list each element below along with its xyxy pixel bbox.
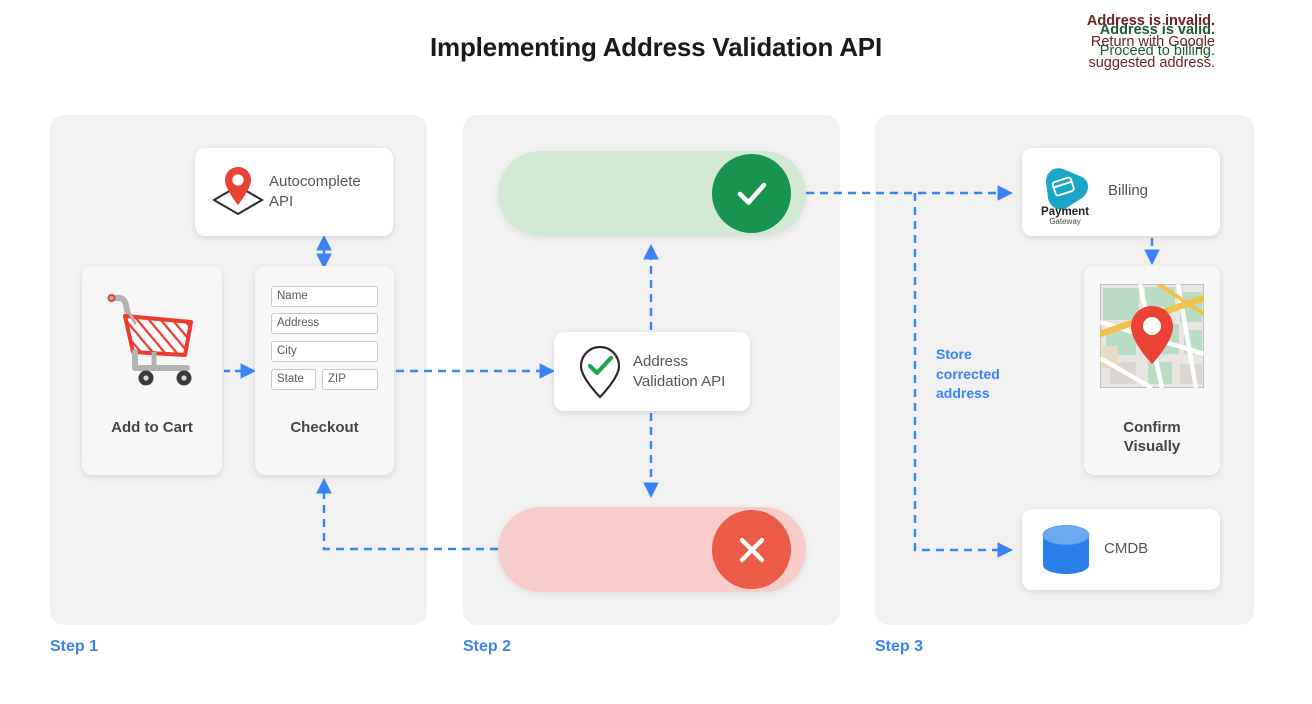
- checkout-label: Checkout: [290, 419, 359, 436]
- checkout-field-address[interactable]: Address: [271, 313, 378, 334]
- step-2-label: Step 2: [463, 638, 512, 655]
- billing-label: Billing: [1108, 182, 1149, 199]
- check-circle-icon: [712, 154, 791, 233]
- checkout-card[interactable]: Name Address City State ZIP Checkout: [255, 266, 394, 475]
- checkout-field-name[interactable]: Name: [271, 286, 378, 307]
- payment-gateway-icon: Payment Gateway: [1041, 168, 1089, 226]
- step-1-label: Step 1: [50, 638, 99, 655]
- cmdb-card[interactable]: CMDB: [1022, 509, 1220, 590]
- checkout-field-city[interactable]: City: [271, 341, 378, 362]
- cmdb-label: CMDB: [1104, 540, 1149, 557]
- payment-logo-sub: Gateway: [1049, 217, 1081, 226]
- database-icon: [1042, 525, 1090, 574]
- add-to-cart-label: Add to Cart: [111, 419, 193, 436]
- address-invalid-text: Address is invalid. Return with Google s…: [1086, 13, 1215, 71]
- x-circle-icon: [712, 510, 791, 589]
- page-title: Implementing Address Validation API: [430, 32, 882, 62]
- store-corrected-address-note: Store corrected address: [936, 346, 1000, 401]
- add-to-cart-card[interactable]: Add to Cart: [82, 266, 222, 475]
- pin-check-icon: [579, 345, 621, 399]
- checkout-field-state[interactable]: State: [271, 369, 316, 390]
- map-thumbnail-icon: [1100, 284, 1204, 388]
- payment-logo-name: Payment: [1041, 206, 1089, 218]
- map-pin-diamond-icon: [212, 167, 264, 216]
- address-valid-text: Address is valid. Proceed to billing.: [1099, 22, 1215, 59]
- billing-card[interactable]: Payment Gateway Billing: [1022, 148, 1220, 236]
- step-3-label: Step 3: [875, 638, 924, 655]
- shopping-cart-icon: [107, 294, 193, 386]
- checkout-field-zip[interactable]: ZIP: [322, 369, 378, 390]
